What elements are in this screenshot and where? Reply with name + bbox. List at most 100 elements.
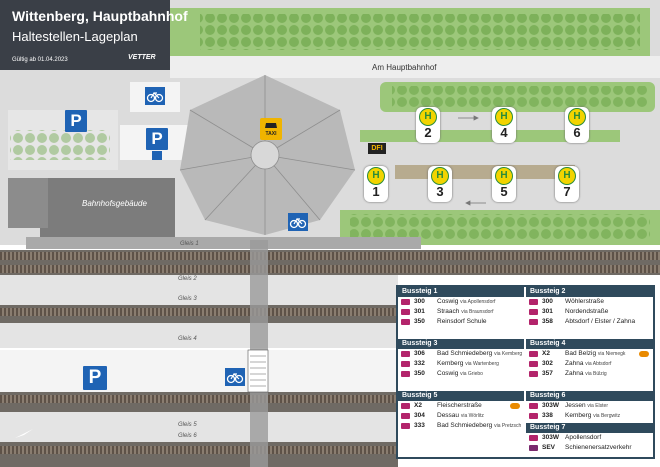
valid-from: Gültig ab 01.04.2023 — [12, 57, 68, 63]
bicycle-icon — [288, 213, 308, 231]
gleis-1-label: Gleis 1 — [180, 241, 199, 247]
bus-icon — [529, 403, 538, 409]
platform-header: Bussteig 6 — [526, 391, 653, 401]
bus-stop-2[interactable]: H 2 — [418, 108, 438, 140]
gleis-2-label: Gleis 2 — [178, 276, 197, 282]
umbrella-center — [250, 140, 280, 170]
track-band-4 — [0, 442, 398, 467]
bus-stop-number: 5 — [500, 184, 508, 199]
exchange-icon — [639, 351, 649, 357]
bus-island — [395, 165, 575, 179]
bus-icon — [401, 309, 410, 315]
platform-header: Bussteig 3 — [398, 339, 524, 349]
north-arrow-icon — [14, 426, 34, 438]
bus-icon — [529, 299, 538, 305]
gleis-4-label: Gleis 4 — [178, 336, 197, 342]
bus-icon — [401, 423, 410, 429]
stair-access — [247, 349, 269, 393]
platform-header: Bussteig 2 — [526, 287, 653, 297]
platform-gleis-5-6 — [0, 412, 398, 442]
rail-replacement-icon — [529, 445, 538, 451]
bus-icon — [401, 403, 410, 409]
wheelchair-icon — [152, 151, 162, 160]
dfi-display: DFI — [368, 143, 386, 154]
bus-icon — [529, 361, 538, 367]
bus-stop-symbol: H — [558, 167, 576, 185]
exchange-icon — [510, 403, 520, 409]
street-road — [170, 56, 660, 78]
bus-stop-symbol: H — [419, 108, 437, 126]
bus-stop-7[interactable]: H 7 — [557, 167, 577, 199]
platform-header: Bussteig 1 — [398, 287, 524, 297]
bus-stop-5[interactable]: H 5 — [494, 167, 514, 199]
bus-icon — [401, 351, 410, 357]
bus-stop-3[interactable]: H 3 — [430, 167, 450, 199]
bus-stop-number: 2 — [424, 125, 432, 140]
bus-icon — [529, 319, 538, 325]
parking-icon: P — [65, 110, 87, 132]
bus-stop-4[interactable]: H 4 — [494, 108, 514, 140]
bus-stop-symbol: H — [495, 167, 513, 185]
bus-icon — [401, 413, 410, 419]
platform-header: Bussteig 5 — [398, 391, 524, 401]
top-trees — [200, 14, 640, 50]
bus-icon — [529, 413, 538, 419]
bus-icon — [401, 299, 410, 305]
bus-icon — [401, 319, 410, 325]
bus-icon — [529, 371, 538, 377]
bus-icon — [529, 435, 538, 441]
bus-stop-1[interactable]: H 1 — [366, 167, 386, 199]
bus-stop-symbol: H — [431, 167, 449, 185]
bus-icon — [401, 361, 410, 367]
taxi-label: TAXI — [265, 131, 277, 137]
bus-stop-number: 7 — [563, 184, 571, 199]
bicycle-icon — [225, 368, 245, 386]
bus-stop-symbol: H — [367, 167, 385, 185]
bus-stop-number: 3 — [436, 184, 444, 199]
station-title: Wittenberg, Hauptbahnhof — [12, 8, 188, 24]
bicycle-icon — [145, 87, 165, 105]
bus-stop-number: 6 — [573, 125, 581, 140]
building-label: Bahnhofsgebäude — [82, 199, 147, 208]
taxi-icon: TAXI — [260, 118, 282, 140]
lower-parking — [0, 350, 398, 392]
platform-gleis-4 — [0, 323, 398, 348]
street-label: Am Hauptbahnhof — [372, 63, 437, 72]
map-subtitle: Haltestellen-Lageplan — [12, 29, 138, 44]
parking-icon: P — [83, 366, 107, 390]
gleis-3-label: Gleis 3 — [178, 296, 197, 302]
bus-stop-6[interactable]: H 6 — [567, 108, 587, 140]
title-block: Wittenberg, Hauptbahnhof Haltestellen-La… — [0, 0, 188, 70]
station-building — [40, 178, 175, 240]
platform-header: Bussteig 4 — [526, 339, 653, 349]
platform-gleis-2-3 — [0, 275, 398, 305]
gleis-6-label: Gleis 6 — [178, 433, 197, 439]
